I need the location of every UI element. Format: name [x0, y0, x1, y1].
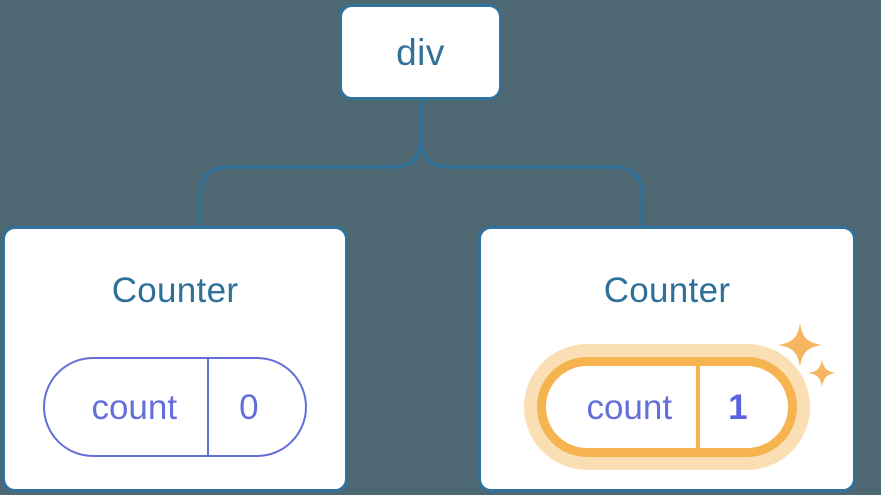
state-key-label: count: [586, 387, 673, 427]
state-pill[interactable]: count 0: [43, 357, 307, 457]
component-card-counter-right[interactable]: Counter count 1: [478, 226, 856, 492]
component-card-counter-left[interactable]: Counter count 0: [2, 226, 348, 492]
component-title: Counter: [111, 271, 239, 310]
state-pill-updated[interactable]: count 1: [537, 357, 797, 457]
state-key-label: count: [91, 387, 178, 427]
state-pill-highlight-wrapper: count 1: [524, 344, 810, 470]
state-pill-divider: [207, 359, 210, 455]
state-pill-divider: [696, 366, 701, 448]
root-node-label: div: [396, 31, 445, 73]
root-node-div[interactable]: div: [339, 4, 502, 100]
state-value-label: 1: [728, 387, 748, 427]
state-pill-container: count 0: [5, 357, 345, 457]
state-value-label: 0: [239, 387, 259, 427]
state-pill-container: count 1: [481, 344, 853, 470]
component-title: Counter: [603, 271, 731, 310]
